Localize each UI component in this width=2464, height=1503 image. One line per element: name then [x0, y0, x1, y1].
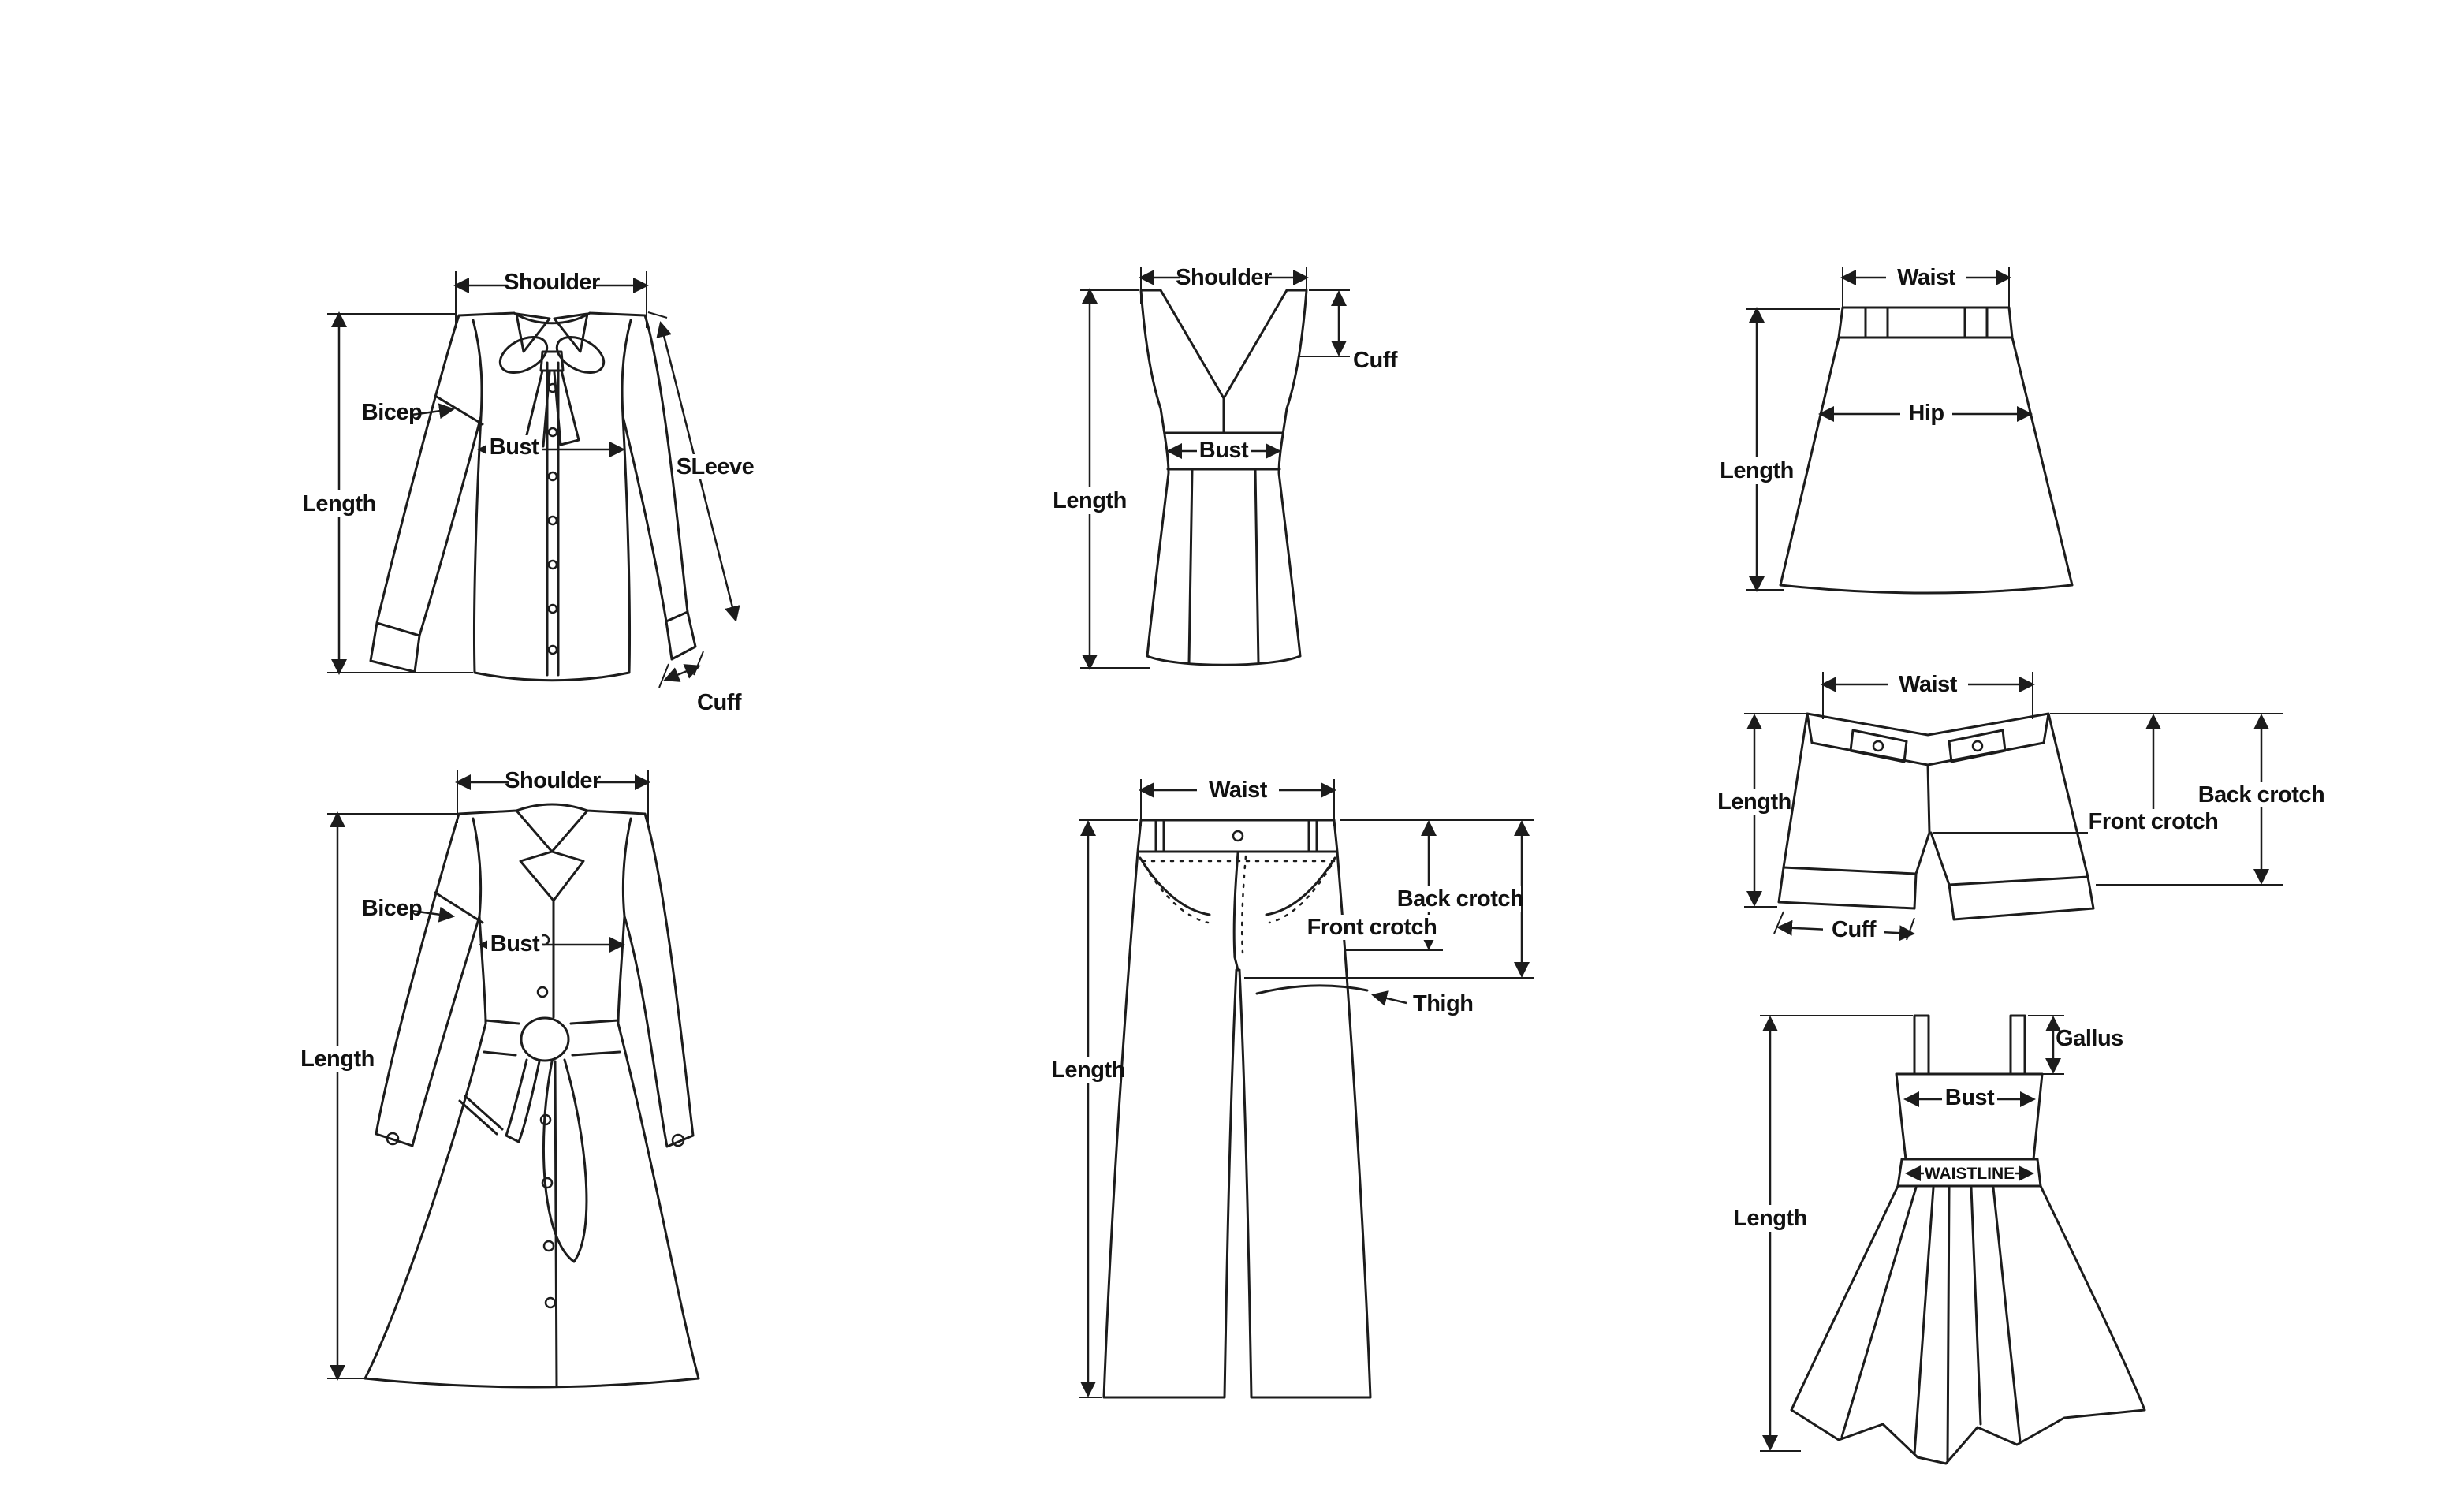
skirt-length-label-bg	[1724, 457, 1789, 484]
coat-length-label: Length	[300, 1046, 375, 1072]
pants-waist-label-bg	[1197, 778, 1279, 803]
blouse-bow-right-loop	[555, 335, 606, 375]
coat-diagram: Shoulder Bicep Bust Length	[300, 768, 700, 1389]
dress-length-label: Length	[1733, 1206, 1807, 1231]
blouse-outline	[369, 311, 697, 682]
blouse-sleeve-label-bg	[677, 454, 754, 479]
pants-diagram: Waist Length Front crotch Back crotch Th…	[1051, 778, 1534, 1399]
skirt-waist-label-bg	[1886, 265, 1966, 290]
shorts-back-crotch-label-bg	[2198, 782, 2324, 807]
dress-gallus-label: Gallus	[2056, 1026, 2123, 1051]
blouse-length-label: Length	[302, 491, 376, 517]
shorts-cuff-label-bg	[1823, 918, 1884, 942]
skirt-outline	[1779, 306, 2074, 595]
coat-bicep-pointer	[411, 906, 455, 923]
blouse-bust-label: Bust	[490, 434, 539, 460]
coat-bust-label-bg	[487, 931, 542, 957]
pants-extension-ticks	[1079, 779, 1534, 1398]
vest-shoulder-label: Shoulder	[1176, 265, 1272, 290]
coat-outline	[363, 803, 700, 1389]
shorts-diagram: Waist Length Front crotch Back crotch Cu…	[1717, 672, 2325, 942]
shorts-length-label-bg	[1722, 789, 1787, 815]
coat-extension-ticks	[327, 770, 649, 1379]
skirt-waist-label: Waist	[1897, 265, 1956, 290]
dress-waistline-label: WAISTLINE	[1925, 1165, 2015, 1183]
vest-bust-label: Bust	[1199, 438, 1249, 463]
shorts-back-crotch-label: Back crotch	[2198, 782, 2325, 807]
pants-front-crotch-label: Front crotch	[1307, 915, 1437, 940]
coat-bust-label: Bust	[490, 931, 540, 957]
dress-bust-label: Bust	[1945, 1085, 1995, 1110]
blouse-bust-label-bg	[486, 435, 542, 459]
blouse-shoulder-label-bg	[508, 270, 596, 295]
blouse-shoulder-label: Shoulder	[504, 270, 600, 295]
shorts-waist-label: Waist	[1899, 672, 1958, 697]
pants-thigh-pointer	[1371, 990, 1407, 1006]
pants-stitching	[1141, 855, 1337, 954]
skirt-hip-label: Hip	[1908, 401, 1944, 426]
skirt-hip-label-bg	[1900, 401, 1952, 425]
coat-belt-knot	[520, 1016, 570, 1062]
blouse-diagram: Shoulder Length Bicep Bust SLeeve Cuff	[302, 270, 755, 715]
blouse-cuff-label: Cuff	[697, 690, 742, 715]
vest-bust-label-bg	[1197, 438, 1251, 462]
pants-button	[1232, 830, 1244, 842]
coat-shoulder-label: Shoulder	[505, 768, 601, 793]
vest-cuff-label: Cuff	[1353, 348, 1398, 373]
vest-length-label-bg	[1057, 487, 1122, 514]
dress-bust-label-bg	[1942, 1086, 1997, 1110]
coat-buttons	[386, 934, 685, 1309]
shorts-front-crotch-label: Front crotch	[2089, 809, 2219, 834]
pants-back-crotch-label-bg	[1400, 886, 1521, 912]
skirt-extension-ticks	[1746, 267, 2010, 591]
pants-thigh-label: Thigh	[1413, 991, 1473, 1016]
shorts-length-label: Length	[1717, 789, 1791, 815]
coat-length-label-bg	[305, 1046, 370, 1072]
coat-bicep-label: Bicep	[362, 896, 422, 921]
skirt-diagram: Waist Hip Length	[1720, 265, 2074, 595]
blouse-bicep-pointer	[411, 403, 455, 420]
shorts-outline	[1777, 712, 2095, 921]
shorts-waist-label-bg	[1888, 672, 1968, 697]
blouse-length-label-bg	[307, 490, 371, 517]
dress-outline	[1790, 1014, 2146, 1465]
blouse-sleeve-label: SLeeve	[677, 454, 755, 479]
shorts-left-button	[1872, 740, 1884, 752]
pants-outline	[1102, 819, 1372, 1399]
dress-length-label-bg	[1738, 1205, 1802, 1232]
shorts-front-crotch-label-bg	[2088, 809, 2219, 834]
coat-shoulder-label-bg	[509, 768, 597, 793]
blouse-extension-ticks	[327, 271, 704, 688]
pants-length-label: Length	[1051, 1057, 1125, 1083]
blouse-bicep-label: Bicep	[362, 400, 422, 425]
vest-length-label: Length	[1053, 488, 1127, 513]
blouse-buttons	[547, 382, 558, 655]
shorts-cuff-label: Cuff	[1832, 917, 1877, 942]
vest-outline	[1139, 289, 1308, 666]
pants-waist-label: Waist	[1209, 778, 1268, 803]
vest-diagram: Shoulder Cuff Bust Length	[1053, 265, 1398, 670]
pants-back-crotch-label: Back crotch	[1397, 886, 1524, 912]
vest-extension-ticks	[1080, 267, 1350, 669]
blouse-cuff-arrow	[663, 664, 701, 682]
blouse-bow-left-loop	[498, 335, 549, 375]
pants-length-label-bg	[1056, 1057, 1120, 1083]
shorts-right-button	[1971, 740, 1984, 752]
dress-diagram: Gallus Bust WAISTLINE Length	[1733, 1014, 2146, 1465]
pants-front-crotch-label-bg	[1307, 915, 1437, 940]
vest-shoulder-label-bg	[1180, 265, 1268, 290]
dress-extension-ticks	[1760, 1015, 2064, 1452]
skirt-length-label: Length	[1720, 458, 1794, 483]
